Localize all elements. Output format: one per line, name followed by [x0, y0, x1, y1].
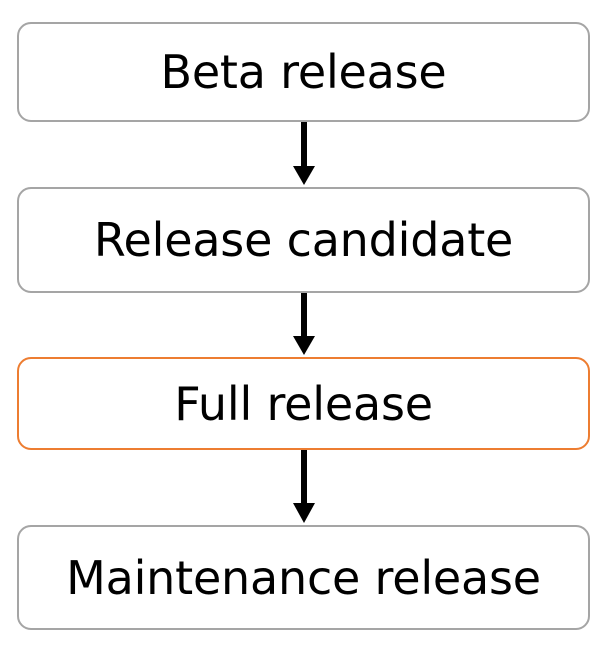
flow-node-label: Full release — [174, 376, 433, 431]
flow-node-beta-release[interactable]: Beta release — [17, 22, 590, 122]
arrow-down-icon — [293, 293, 315, 355]
flow-node-full-release[interactable]: Full release — [17, 357, 590, 450]
flow-arrow-beta-to-release-candidate — [288, 122, 320, 187]
arrow-down-icon — [293, 122, 315, 185]
flow-arrow-full-release-to-maintenance-release — [288, 450, 320, 525]
flow-node-label: Maintenance release — [66, 550, 541, 605]
flow-node-maintenance-release[interactable]: Maintenance release — [17, 525, 590, 630]
arrow-down-icon — [293, 450, 315, 523]
flow-node-label: Release candidate — [93, 213, 514, 267]
flow-node-release-candidate[interactable]: Release candidate — [17, 187, 590, 293]
flow-node-label: Beta release — [160, 45, 447, 99]
flow-arrow-release-candidate-to-full-release — [288, 293, 320, 357]
